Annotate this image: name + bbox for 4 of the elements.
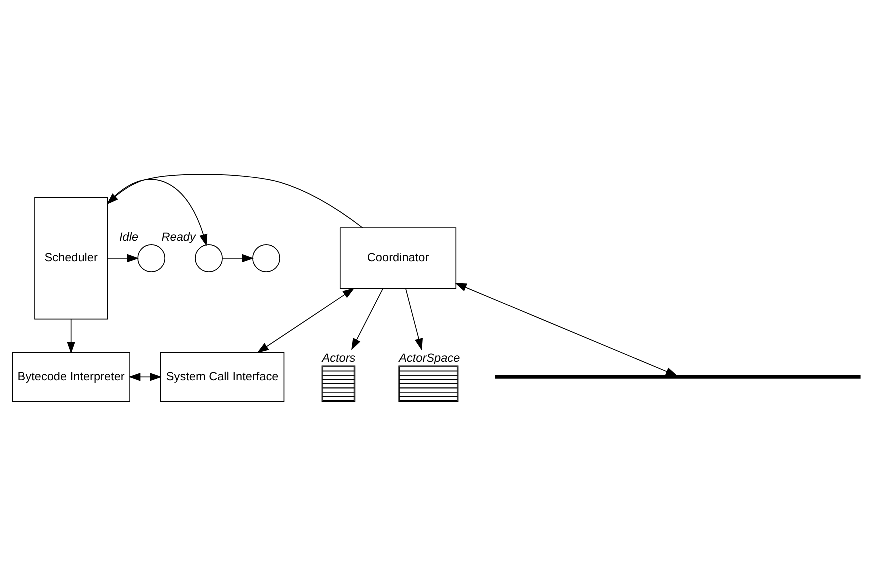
node-label: Actors [322, 351, 356, 366]
node-label: Ready [162, 230, 196, 244]
node-label: ActorSpace [399, 351, 460, 366]
node-label: Idle [119, 230, 139, 244]
